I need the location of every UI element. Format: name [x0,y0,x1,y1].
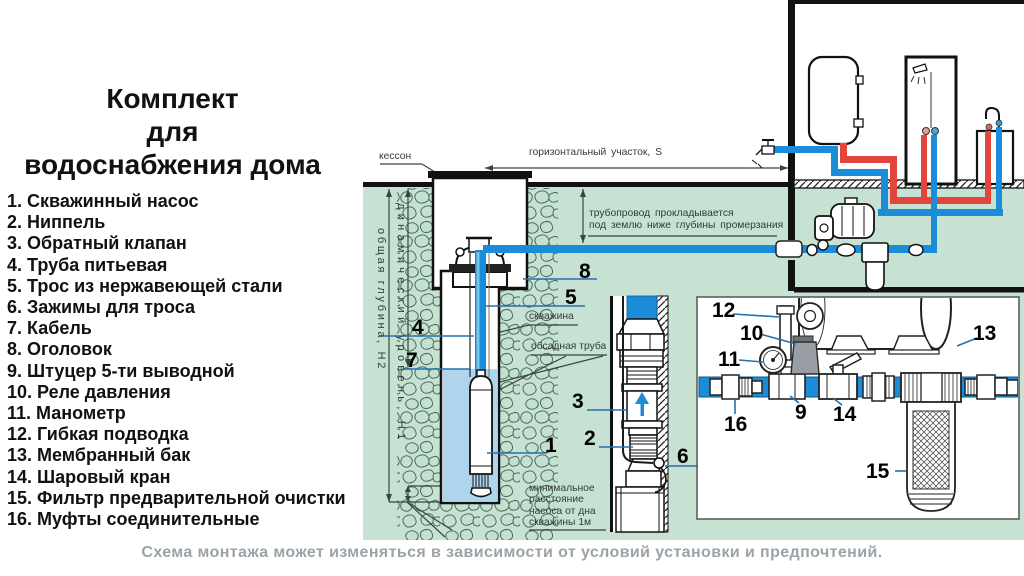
callout-5: 5 [565,286,577,309]
equipment-panel [696,296,1020,520]
callout-6: 6 [677,445,689,468]
label-horizontal-section: горизонтальный участок, S [529,147,662,158]
callout-12: 12 [712,299,736,322]
shower-head-icon [912,63,928,74]
cold-pipes [475,127,1003,380]
legend-item: 11. Манометр [7,403,126,424]
legend-item: 1. Скважинный насос [7,191,199,211]
label-dynamic-level: динамический уровень, Н1 [395,203,407,444]
callout-14: 14 [833,403,857,426]
callout-2: 2 [584,427,596,450]
label-pipeline-note-2: под землю ниже глубины промерзания [589,220,784,231]
legend-item: 13. Мембранный бак [7,445,191,466]
legend-item: 14. Шаровый кран [7,466,171,487]
label-kesson: кессон [379,151,412,162]
coupling-left [709,374,763,400]
callout-1: 1 [545,434,557,457]
callout-4: 4 [412,316,424,339]
manometer [759,346,787,374]
label-total-depth: общая глубина, Н2 [375,228,387,372]
legend-item: 7. Кабель [7,318,92,339]
ball-valve [818,352,863,400]
legend-item: 15. Фильтр предварительной очистки [7,487,346,508]
shower-valves [922,119,1003,135]
pre-filter [900,372,962,512]
sink [975,106,1015,186]
callout-11: 11 [718,348,741,371]
callout-8: 8 [579,260,591,283]
wall-sleeve [775,240,803,258]
legend-item: 8. Оголовок [7,339,112,360]
number-leaders [380,278,978,472]
legend-item: 3. Обратный клапан [7,233,187,254]
callout-10: 10 [740,322,764,345]
callout-15: 15 [866,460,890,483]
outdoor-tap-icon [751,139,775,169]
legend-item: 6. Зажимы для троса [7,297,195,318]
legend-item: 16. Муфты соединительные [7,509,260,530]
water-heater [807,55,864,146]
legend-item: 2. Ниппель [7,212,106,233]
pump-inset [610,295,669,533]
page-title: Комплект для водоснабжения дома [24,83,321,180]
callout-3: 3 [572,390,584,413]
legend-item: 5. Трос из нержавеющей стали [7,275,283,296]
legend-item: 10. Реле давления [7,381,171,402]
legend-item: 12. Гибкая подводка [7,424,189,445]
callout-16: 16 [724,413,748,436]
faucet-icon [985,106,1000,131]
dimension-lines [380,163,788,538]
callout-7: 7 [406,349,418,372]
legend-list: 1. Скважинный насос 2. Ниппель 3. Обратн… [7,191,377,530]
hot-pipes [840,131,991,204]
union-coupling [862,372,895,402]
coupling-right [964,374,1018,400]
well-pump [469,369,493,498]
label-well: скважина [529,311,574,322]
legend-item: 9. Штуцер 5-ти выводной [7,360,235,381]
callout-13: 13 [973,322,997,345]
five-way-fitting [768,366,806,400]
basement-station [806,197,924,291]
label-casing: обсадная труба [531,341,607,352]
cable-clamp [653,457,665,469]
label-pipeline-note-1: трубопровод прокладывается [589,208,734,219]
label-min-distance: минимальное расстояние насоса от дна скв… [529,483,596,529]
legend-item: 4. Труба питьевая [7,254,168,275]
pressure-relay [790,335,820,375]
callout-9: 9 [795,401,807,424]
footer-caption: Схема монтажа может изменяться в зависим… [141,544,883,561]
membrane-tank [796,298,952,355]
